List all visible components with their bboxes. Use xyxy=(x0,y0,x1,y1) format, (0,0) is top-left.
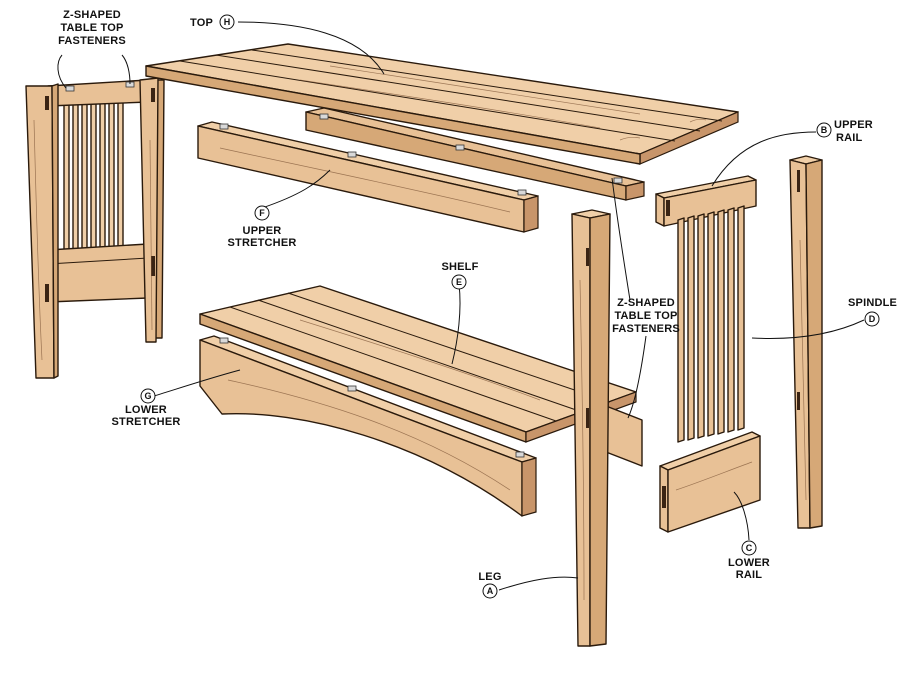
label-upper-rail-l2: RAIL xyxy=(836,132,863,144)
letter-upper-rail: B xyxy=(821,125,828,135)
label-fasteners-center-l2: TABLE TOP xyxy=(614,310,677,322)
label-fasteners-left-l2: TABLE TOP xyxy=(60,22,123,34)
lower-rail-part xyxy=(659,431,761,533)
letter-upper-stretcher: F xyxy=(259,208,265,218)
label-leg: LEG xyxy=(478,571,501,583)
label-fasteners-center-l3: FASTENERS xyxy=(612,323,680,335)
leader-lines xyxy=(57,21,865,591)
label-top: TOP xyxy=(190,17,213,29)
label-upper-rail-l1: UPPER xyxy=(834,119,873,131)
label-upper-stretcher-l2: STRETCHER xyxy=(227,237,296,249)
lower-stretcher-part xyxy=(199,335,537,517)
label-lower-rail-l2: RAIL xyxy=(736,569,763,581)
back-leg-part xyxy=(789,155,823,529)
letter-leg: A xyxy=(487,586,494,596)
upper-rail-part xyxy=(655,175,757,227)
label-lower-stretcher-l2: STRETCHER xyxy=(111,416,180,428)
label-fasteners-center-l1: Z-SHAPED xyxy=(617,297,675,309)
leg-part xyxy=(571,209,611,647)
letter-lower-rail: C xyxy=(746,543,753,553)
shelf-part xyxy=(199,285,643,467)
letter-spindle: D xyxy=(869,314,876,324)
letter-top: H xyxy=(224,17,231,27)
left-spindles xyxy=(63,99,124,261)
left-end-assembly xyxy=(25,77,165,379)
spindles-part xyxy=(677,205,745,443)
label-fasteners-left-l3: FASTENERS xyxy=(58,35,126,47)
letter-lower-stretcher: G xyxy=(144,391,151,401)
part-labels: TOP H B UPPER RAIL F UPPER STRETCHER SHE… xyxy=(58,9,897,599)
label-lower-stretcher-l1: LOWER xyxy=(125,404,167,416)
upper-stretcher-back xyxy=(305,107,645,201)
tabletop-part xyxy=(145,43,739,165)
label-upper-stretcher-l1: UPPER xyxy=(243,225,282,237)
label-fasteners-left-l1: Z-SHAPED xyxy=(63,9,121,21)
upper-stretcher-front xyxy=(197,121,539,233)
label-lower-rail-l1: LOWER xyxy=(728,557,770,569)
label-shelf: SHELF xyxy=(441,261,478,273)
label-spindle: SPINDLE xyxy=(848,297,897,309)
letter-shelf: E xyxy=(456,277,462,287)
